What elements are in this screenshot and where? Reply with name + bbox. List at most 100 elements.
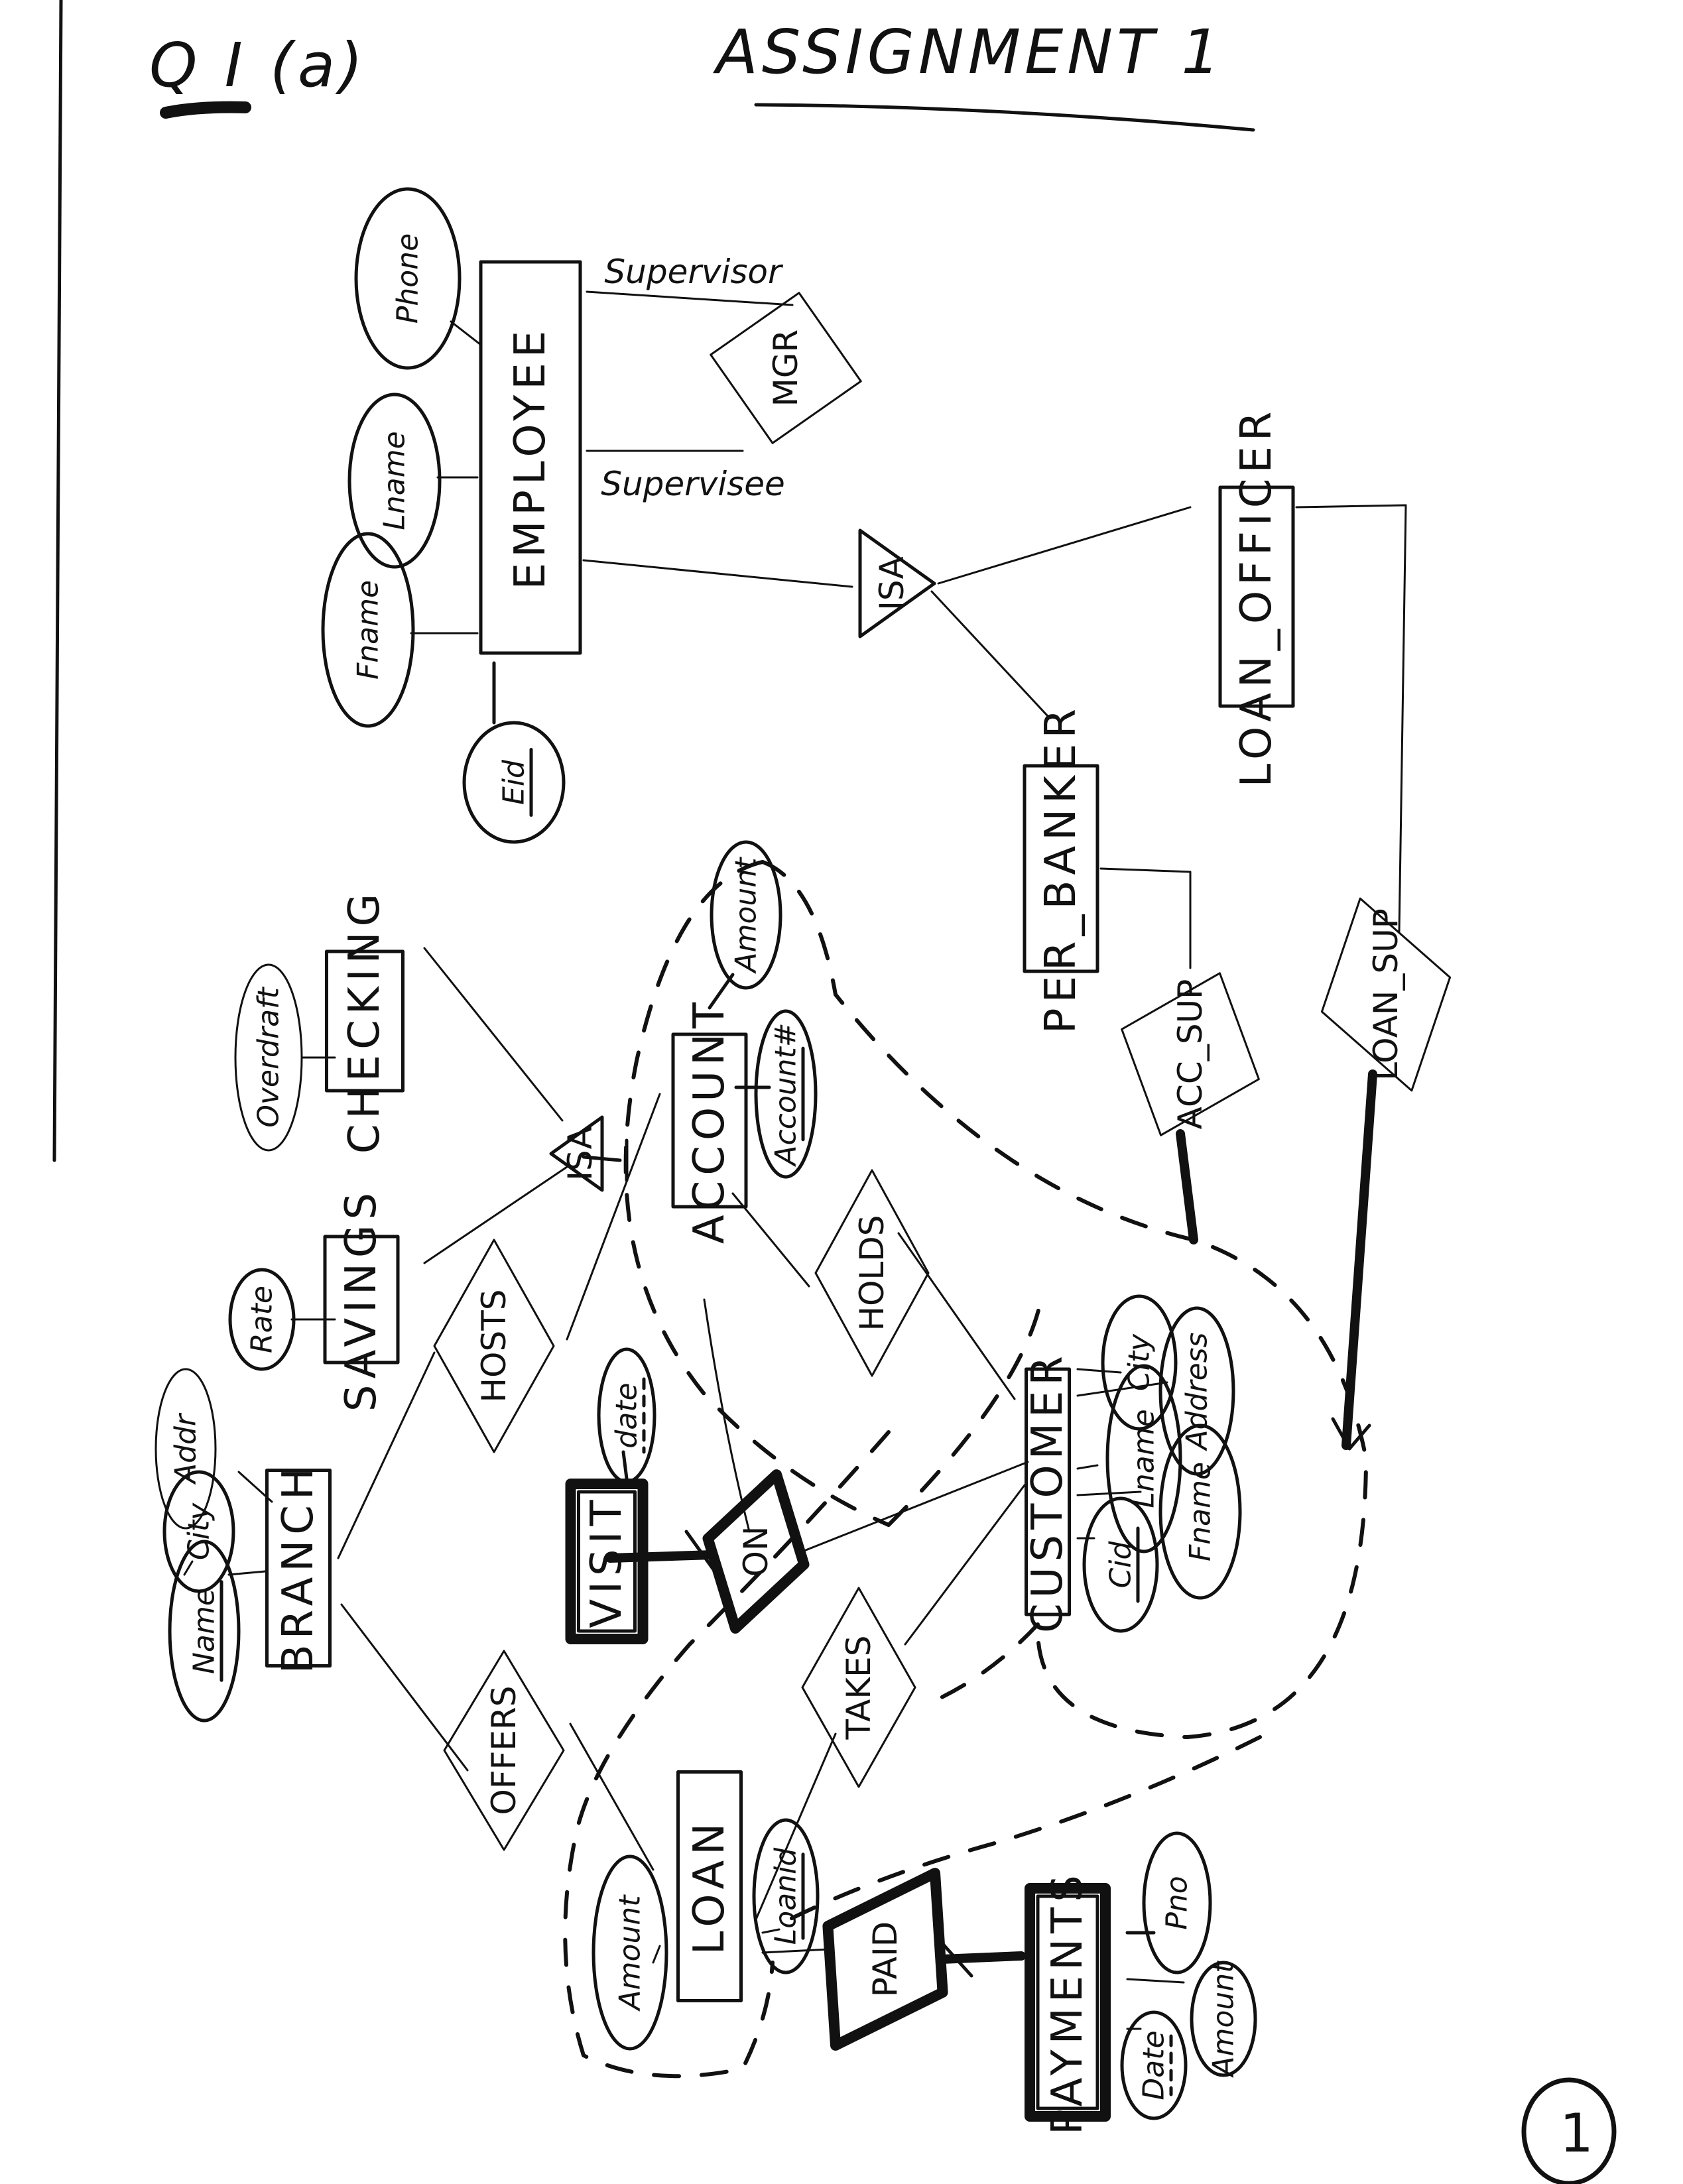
- edge-loan-paid: [761, 1948, 830, 1954]
- attr-employee-phone-ellipse: [354, 187, 462, 370]
- edge-acc-sup-aggregation: [1176, 1129, 1198, 1244]
- aggregation-account-holds-customer: [623, 860, 891, 1527]
- edge-loan-sup-aggregation: [1341, 1069, 1377, 1450]
- rel-takes-label: TAKES: [840, 1636, 878, 1740]
- attr-payments-pno-label: Date: [1137, 2030, 1171, 2100]
- rel-paid: PAID: [822, 1868, 948, 2051]
- rel-acc-sup: ACC_SUP: [1121, 972, 1260, 1136]
- edges-layer: [183, 290, 1407, 2030]
- rel-offers-diamond: [443, 1650, 565, 1851]
- entity-per-banker: PER_BANKER: [1023, 703, 1099, 1034]
- rel-isa-account: ISA: [549, 1115, 604, 1192]
- aggregation-layer: [563, 860, 1368, 2079]
- attr-visit-date-label: date: [610, 1382, 644, 1448]
- attr-account-number-ellipse: [754, 1009, 818, 1179]
- entity-visit-box: [577, 1490, 637, 1633]
- attr-employee-eid: Eid: [462, 721, 566, 844]
- rel-on: ON: [702, 1469, 810, 1634]
- attr-customer-address: Address: [1158, 1306, 1235, 1476]
- edge-employee-mgr-supervisor: [586, 290, 794, 306]
- rel-loan-sup: LOAN_SUP: [1320, 897, 1452, 1092]
- rel-takes: TAKES: [801, 1587, 916, 1788]
- attr-payments-date-ellipse: [1190, 1961, 1257, 2077]
- attr-branch-addr-ellipse: [155, 1368, 217, 1530]
- edge-customer-lname: [1076, 1464, 1099, 1470]
- attr-employee-lname: Lname: [347, 393, 442, 569]
- edge-isa-loan-officer: [937, 506, 1192, 585]
- attr-customer-address-ellipse: [1158, 1306, 1235, 1476]
- edge-on-customer: [801, 1461, 1029, 1553]
- rel-takes-diamond: [801, 1587, 916, 1788]
- attr-payments-amount-label: Pno: [1160, 1876, 1194, 1929]
- entity-savings-box: [323, 1235, 400, 1365]
- attr-customer-fname: Fname: [1158, 1424, 1242, 1600]
- entity-checking-box: [325, 949, 405, 1093]
- rel-holds-label: HOLDS: [853, 1215, 891, 1331]
- attr-customer-fname-label: Fname: [1184, 1462, 1217, 1561]
- question-underline: [160, 101, 251, 119]
- edge-account-holds: [731, 1192, 810, 1288]
- page-margin-line: [52, 0, 63, 1162]
- rel-on-label: ON: [737, 1526, 775, 1577]
- edge-branch-name: [183, 1560, 194, 1576]
- aggregation-customer-inner: [887, 1298, 1043, 1527]
- attr-customer-lname-label: Lname: [1127, 1409, 1161, 1508]
- rel-mgr-diamond: [710, 292, 862, 444]
- attr-customer-lname-ellipse: [1105, 1364, 1182, 1553]
- entity-payments-box: [1036, 1894, 1099, 2110]
- edge-employee-phone: [450, 320, 482, 346]
- rel-paid-diamond: [822, 1868, 948, 2051]
- attr-loan-amount: Amount: [592, 1854, 668, 2051]
- entity-checking-label: CHECKING: [340, 888, 389, 1154]
- attr-payments-date: Amount: [1190, 1961, 1257, 2078]
- rel-holds-diamond: [814, 1169, 930, 1377]
- rel-isa-account-triangle: [549, 1115, 604, 1192]
- attr-loan-loanid: Loanid: [752, 1818, 820, 1974]
- attr-account-amount-label: Amount: [729, 857, 763, 975]
- attr-visit-date: date: [597, 1347, 656, 1484]
- rel-isa-employee-triangle: [858, 528, 936, 638]
- heading-underline: [754, 103, 1255, 132]
- attr-account-number-label: Account#: [769, 1022, 803, 1167]
- attr-customer-city: City: [1101, 1294, 1178, 1431]
- aggregation-loan-takes-customer: [563, 1430, 891, 2079]
- attr-loan-amount-label: Amount: [613, 1894, 647, 2012]
- attr-employee-fname: Fname: [321, 532, 415, 728]
- rel-isa-account-label: ISA: [561, 1126, 599, 1181]
- rel-on-diamond: [702, 1469, 810, 1634]
- entity-account-label: ACCOUNT: [685, 997, 734, 1244]
- question-label: Q I (a): [149, 30, 367, 101]
- rel-hosts: HOSTS: [433, 1239, 555, 1453]
- attr-account-amount: Amount: [710, 840, 782, 990]
- rel-hosts-diamond: [433, 1239, 555, 1453]
- attr-employee-lname-ellipse: [347, 393, 442, 569]
- shapes-layer: EMPLOYEEEidFnameLnamePhoneMGRSupervisorS…: [155, 187, 1452, 2135]
- entity-loan-box: [676, 1770, 743, 2002]
- entity-visit: VISIT: [565, 1479, 649, 1644]
- rel-isa-employee-label: ISA: [873, 556, 911, 611]
- entity-employee-box: [479, 260, 582, 655]
- rel-holds: HOLDS: [814, 1169, 930, 1377]
- page-number-circle: [1521, 2077, 1617, 2184]
- attr-customer-city-ellipse: [1101, 1294, 1178, 1431]
- entity-employee-label: EMPLOYEE: [506, 326, 555, 589]
- entity-visit-label: VISIT: [582, 1494, 631, 1628]
- attr-customer-fname-ellipse: [1158, 1424, 1242, 1600]
- edge-payments-date: [1126, 1978, 1185, 1984]
- attr-loan-loanid-label: Loanid: [769, 1847, 803, 1945]
- edge-loan-officer-loan-sup: [1295, 504, 1407, 933]
- edge-holds-customer: [897, 1232, 1016, 1400]
- entity-checking: CHECKING: [325, 888, 405, 1154]
- page-number: 1: [1560, 2102, 1593, 2164]
- entity-loan-officer: LOAN_OFFICER: [1218, 406, 1295, 787]
- entity-account-box: [671, 1032, 748, 1209]
- edge-isa-per-banker: [930, 590, 1049, 717]
- attr-payments-pno: Date: [1120, 2010, 1188, 2120]
- entity-visit-weak-border: [565, 1479, 649, 1644]
- attr-payments-amount-ellipse: [1142, 1831, 1212, 1974]
- attr-employee-fname-label: Fname: [351, 580, 385, 680]
- attr-branch-name-label: Name: [188, 1588, 221, 1674]
- entity-loan-label: LOAN: [685, 1818, 734, 1955]
- entity-per-banker-box: [1023, 764, 1099, 973]
